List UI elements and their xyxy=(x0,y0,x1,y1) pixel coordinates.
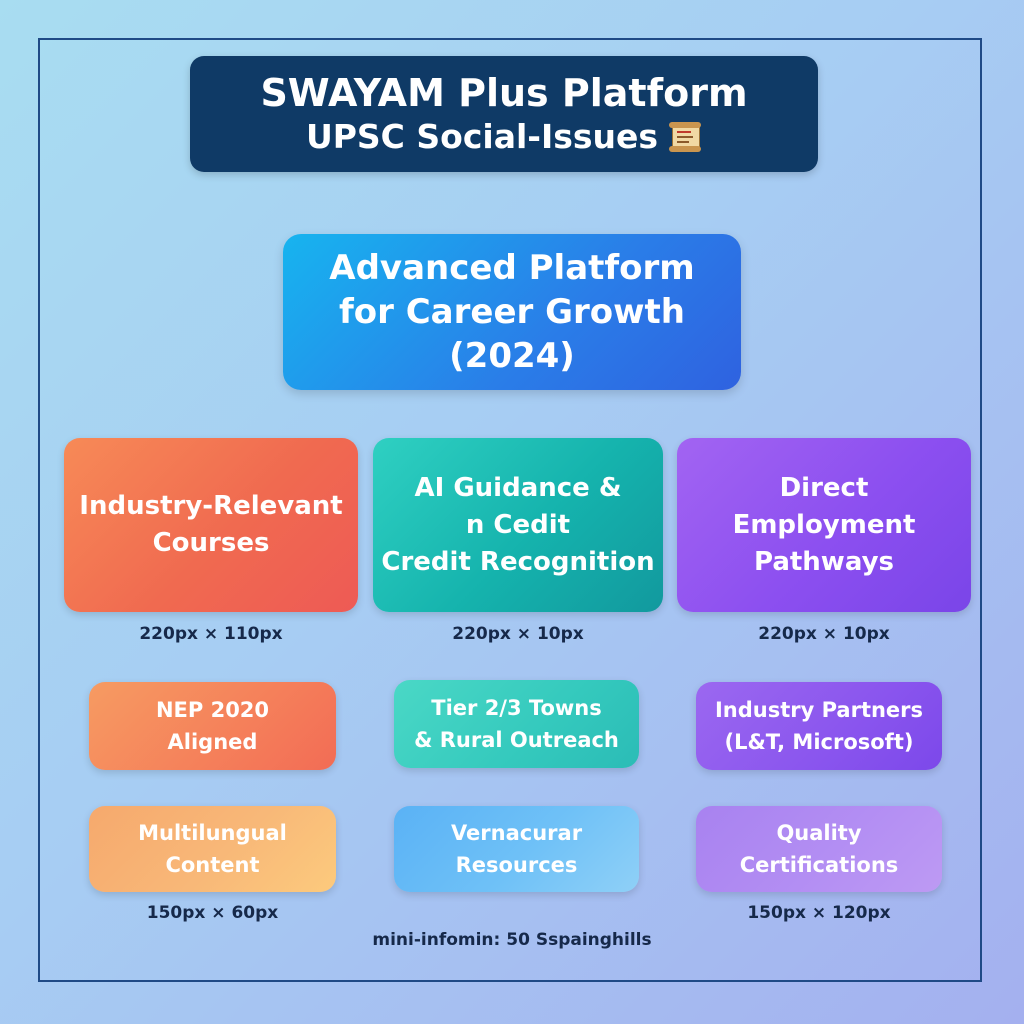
card-nep-2020: NEP 2020 Aligned xyxy=(89,682,336,770)
title-line-1: SWAYAM Plus Platform xyxy=(260,71,748,115)
card-quality-certifications: Quality Certifications xyxy=(696,806,942,892)
dimension-label-row1-center: 220px × 10px xyxy=(452,624,584,644)
dimension-label-row3-left: 150px × 60px xyxy=(146,903,279,923)
card-industry-relevant-courses: Industry-Relevant Courses xyxy=(64,438,358,612)
card-direct-employment: Direct Employment Pathways xyxy=(677,438,971,612)
card-multilingual-content: Multilungual Content xyxy=(89,806,336,892)
card-ai-guidance: AI Guidance & n Cedit Credit Recognition xyxy=(373,438,663,612)
outer-frame xyxy=(38,38,982,982)
dimension-label-row3-right: 150px × 120px xyxy=(747,903,891,923)
dimension-label-row1-left: 220px × 110px xyxy=(139,624,283,644)
card-vernacular-resources: Vernacurar Resources xyxy=(394,806,639,892)
title-banner: SWAYAM Plus Platform UPSC Social-Issues xyxy=(190,56,818,172)
title-line-2-row: UPSC Social-Issues xyxy=(306,116,702,158)
card-industry-partners: Industry Partners (L&T, Microsoft) xyxy=(696,682,942,770)
title-line-2: UPSC Social-Issues xyxy=(305,117,659,156)
scroll-icon xyxy=(668,122,702,152)
footnote: mini-infomin: 50 Sspainghills xyxy=(372,930,652,950)
dimension-label-row1-right: 220px × 10px xyxy=(758,624,890,644)
center-box-career-growth: Advanced Platform for Career Growth (202… xyxy=(283,234,741,390)
card-tier-towns: Tier 2/3 Towns & Rural Outreach xyxy=(394,680,639,768)
